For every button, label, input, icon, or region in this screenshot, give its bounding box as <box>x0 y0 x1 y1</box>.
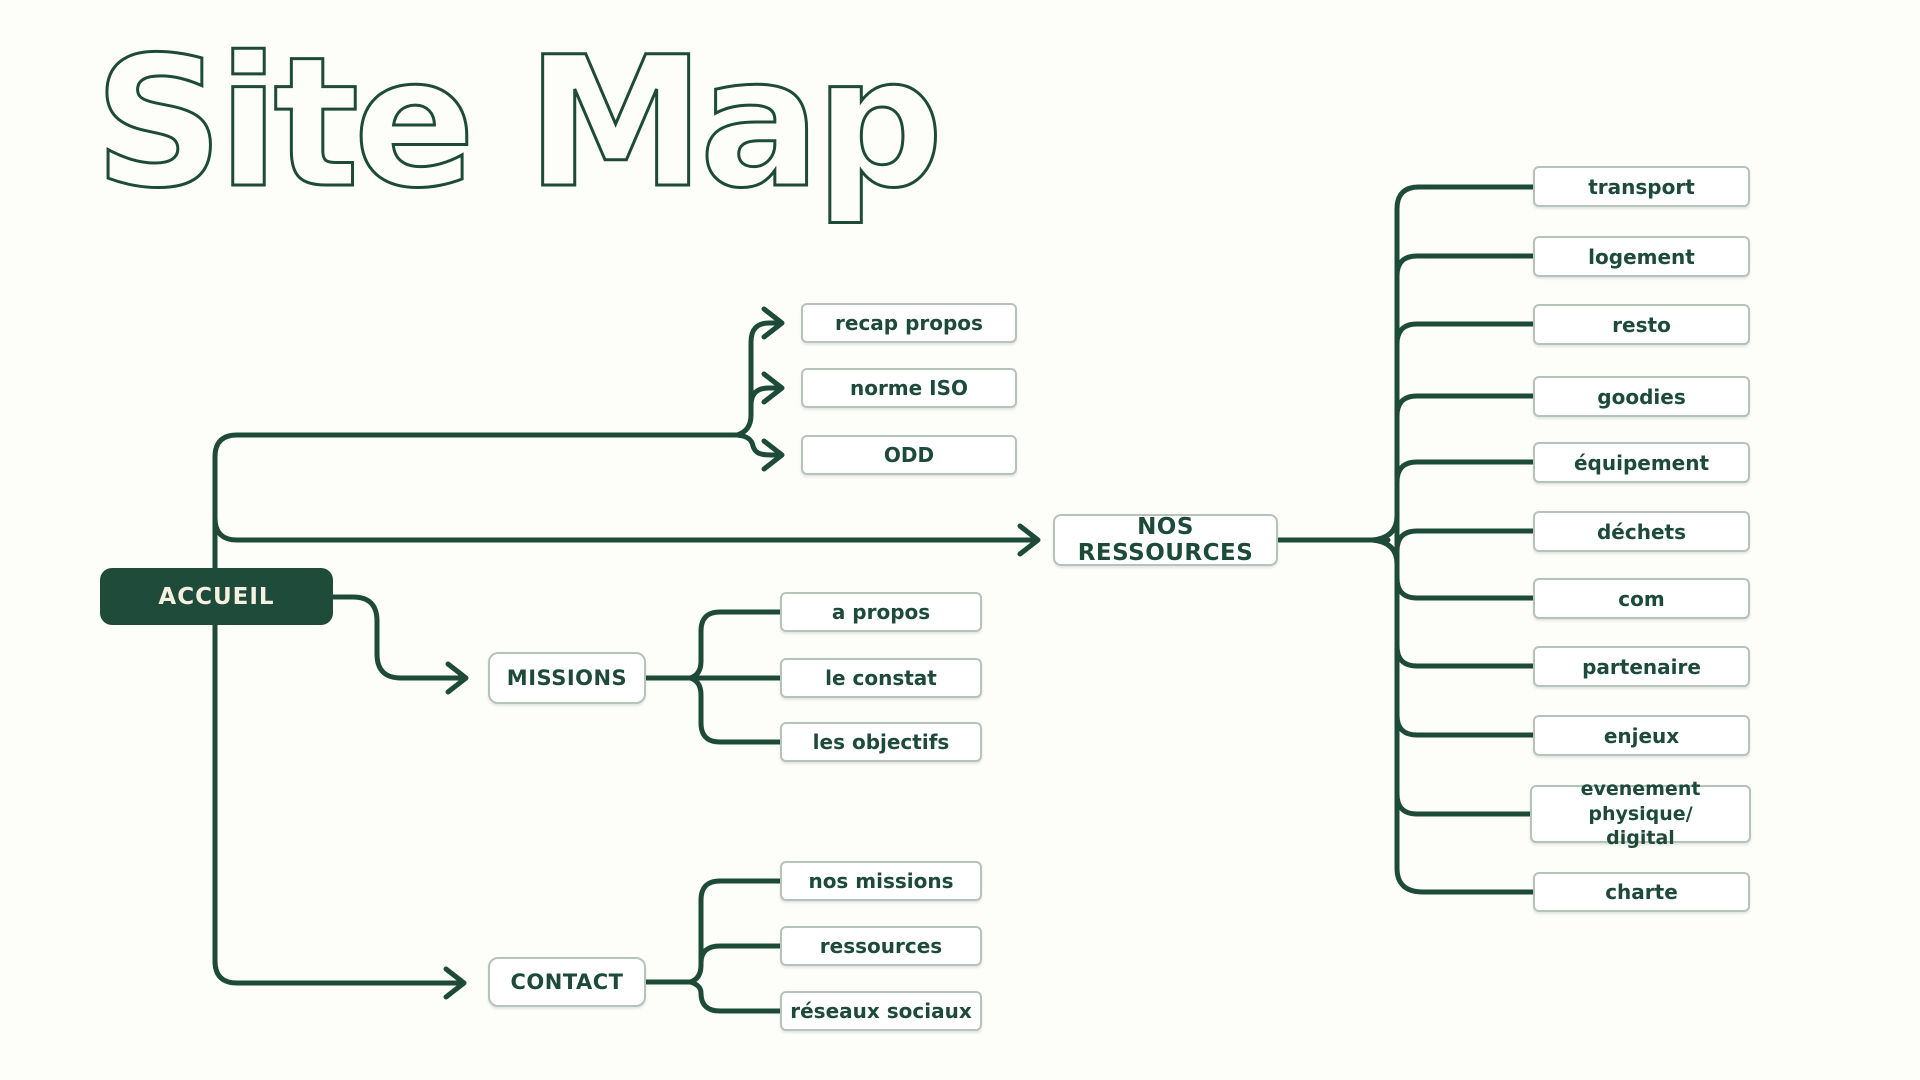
edge-evenement <box>1394 791 1536 817</box>
node-a-propos[interactable]: a propos <box>780 592 982 632</box>
edge-goodies <box>1394 393 1536 419</box>
edge-to-missions <box>330 594 463 681</box>
edge-contact-up <box>687 878 783 985</box>
edge-enjeux <box>1394 712 1536 738</box>
edge-missions-down <box>687 675 783 745</box>
node-resto[interactable]: resto <box>1533 304 1750 345</box>
edge-dechets <box>1394 528 1536 554</box>
node-reseaux-sociaux[interactable]: réseaux sociaux <box>780 991 982 1031</box>
node-norme-iso[interactable]: norme ISO <box>801 368 1017 408</box>
node-enjeux[interactable]: enjeux <box>1533 715 1750 756</box>
node-nos-missions[interactable]: nos missions <box>780 861 982 901</box>
arrowhead-missions <box>445 661 469 695</box>
edge-trunk-left <box>212 432 740 986</box>
node-transport[interactable]: transport <box>1533 166 1750 207</box>
edge-resto <box>1394 321 1536 347</box>
arrowhead-recap-propos <box>761 306 785 340</box>
node-contact[interactable]: CONTACT <box>488 957 646 1007</box>
node-recap-propos[interactable]: recap propos <box>801 303 1017 343</box>
node-logement[interactable]: logement <box>1533 236 1750 277</box>
edge-logement <box>1394 253 1536 279</box>
node-evenement-physique-digital[interactable]: evenement physique/ digital <box>1530 778 1751 849</box>
node-missions[interactable]: MISSIONS <box>488 652 646 704</box>
arrowhead-odd <box>761 438 785 472</box>
node-odd[interactable]: ODD <box>801 435 1017 475</box>
node-nos-ressources[interactable]: NOS RESSOURCES <box>1053 514 1278 566</box>
node-charte[interactable]: charte <box>1533 872 1750 912</box>
node-partenaire[interactable]: partenaire <box>1533 646 1750 687</box>
node-goodies[interactable]: goodies <box>1533 376 1750 417</box>
edge-partenaire <box>1394 643 1536 669</box>
arrowhead-contact <box>443 966 467 1000</box>
arrowhead-norme-iso <box>761 371 785 405</box>
edge-fork-propos-mid <box>748 385 781 408</box>
edge-missions-up <box>687 609 783 681</box>
node-equipement[interactable]: équipement <box>1533 442 1750 483</box>
edge-fork-propos-stem <box>734 320 781 438</box>
edge-equipement <box>1394 459 1536 485</box>
edge-fork-propos-low <box>734 432 781 458</box>
edge-junction-up <box>1369 513 1400 543</box>
page-title: Site Map <box>93 19 946 228</box>
edge-contact-down <box>687 979 783 1014</box>
node-ressources-contact[interactable]: ressources <box>780 926 982 966</box>
node-le-constat[interactable]: le constat <box>780 658 982 698</box>
node-dechets[interactable]: déchets <box>1533 511 1750 552</box>
node-accueil[interactable]: ACCUEIL <box>100 568 333 625</box>
node-les-objectifs[interactable]: les objectifs <box>780 722 982 762</box>
arrowhead-ressources <box>1017 523 1041 557</box>
edge-to-ressources <box>212 515 1035 543</box>
node-com[interactable]: com <box>1533 578 1750 619</box>
edge-trunk-right <box>1394 184 1536 895</box>
edge-junction-down <box>1369 537 1400 567</box>
edge-com <box>1394 575 1536 601</box>
edge-contact-mid <box>698 943 783 966</box>
